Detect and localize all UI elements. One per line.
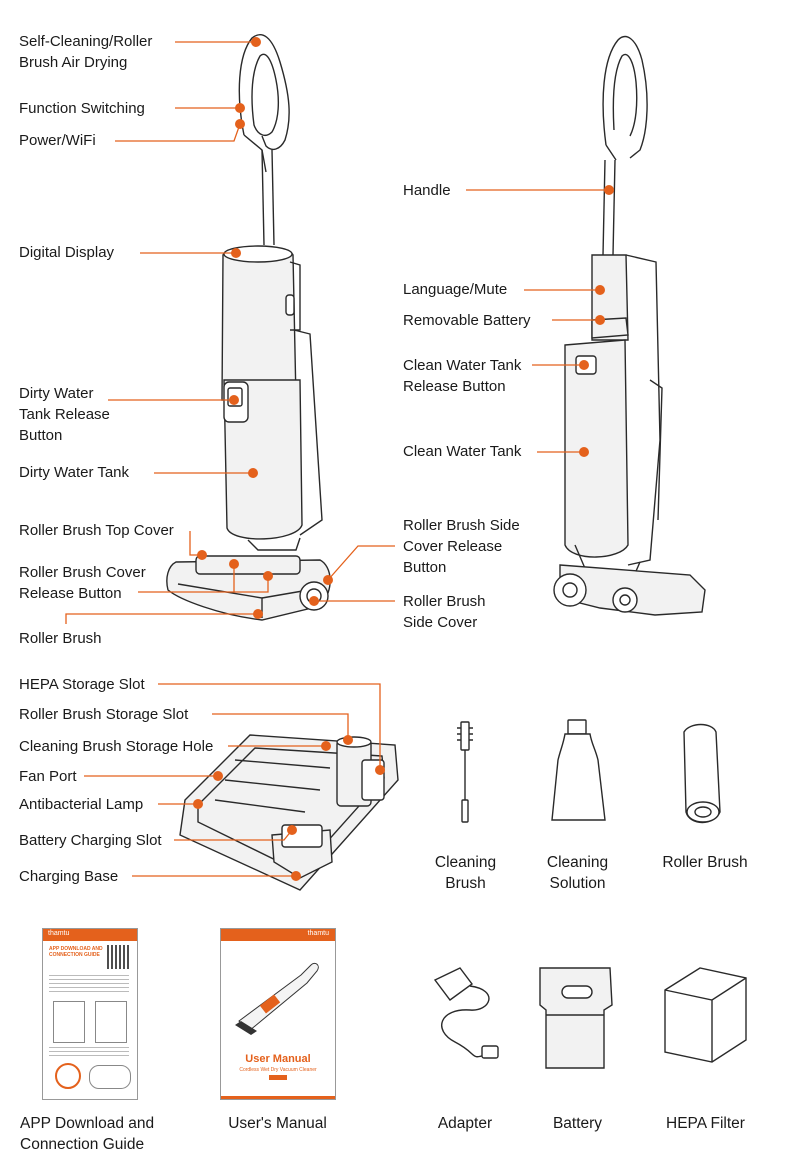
caption-roller-brush: Roller Brush [662,854,748,871]
caption-cleaning-solution: Cleaning Solution [546,854,609,892]
guide-step-circle [55,1063,81,1089]
label-roller-brush-side-cover-release-button: Roller Brush Side Cover Release Button [403,517,520,576]
label-roller-brush-cover-release-button: Roller Brush Cover Release Button [19,564,146,602]
back-vacuum-drawing [553,35,706,616]
label-roller-brush-top-cover: Roller Brush Top Cover [19,522,174,539]
label-language-mute: Language/Mute [403,281,508,298]
cleaning-brush-icon [457,721,473,823]
caption-battery: Battery [552,1115,603,1132]
guide-illustration-2 [95,1001,127,1043]
label-roller-brush-storage-slot: Roller Brush Storage Slot [19,706,189,723]
caption-app-guide: APP Download and Connection Guide [20,1115,155,1153]
label-handle: Handle [403,182,451,199]
label-charging-base: Charging Base [19,868,119,885]
user-manual-document-icon: thamtu User Manual Cordless Wet Dry Vacu… [220,928,336,1100]
adapter-icon [433,967,499,1059]
manual-brand: thamtu [307,930,329,937]
guide-illustration-1 [53,1001,85,1043]
cleaning-solution-bottle-icon [551,719,606,821]
label-digital-display: Digital Display [19,244,115,261]
label-dirty-water-tank: Dirty Water Tank [19,464,130,481]
guide-title: APP DOWNLOAD AND CONNECTION GUIDE [49,946,103,958]
label-function-switching: Function Switching [19,100,145,117]
hepa-filter-icon [664,967,747,1063]
charging-base-drawing [179,734,399,891]
guide-app-screen [89,1065,131,1089]
guide-header-bar: thamtu [43,929,137,941]
manual-header-bar: thamtu [221,929,335,941]
label-self-cleaning-air-drying: Self-Cleaning/Roller Brush Air Drying [19,33,153,71]
caption-users-manual: User's Manual [228,1115,327,1132]
manual-cover-vacuum [235,962,319,1035]
roller-brush-icon [683,723,721,824]
label-removable-battery: Removable Battery [403,312,531,329]
manual-title: User Manual [245,1053,311,1065]
manual-tag [269,1075,287,1080]
caption-cleaning-brush: Cleaning Brush [434,854,497,892]
label-dirty-water-tank-release-button: Dirty Water Tank Release Button [19,385,110,444]
label-antibacterial-lamp: Antibacterial Lamp [19,796,144,813]
callout-leaders [65,37,614,881]
guide-text-lines [49,975,129,993]
caption-adapter: Adapter [437,1115,493,1132]
label-power-wifi: Power/WiFi [19,132,96,149]
label-clean-water-tank-release-button: Clean Water Tank Release Button [403,357,522,395]
label-hepa-storage-slot: HEPA Storage Slot [19,676,145,693]
label-roller-brush: Roller Brush [19,630,102,647]
manual-footer-bar [221,1096,335,1099]
qr-code [107,945,131,969]
guide-text-lines-2 [49,1047,129,1057]
label-cleaning-brush-storage-hole: Cleaning Brush Storage Hole [19,738,214,755]
label-clean-water-tank: Clean Water Tank [403,443,522,460]
manual-subtitle: Cordless Wet Dry Vacuum Cleaner [239,1067,317,1073]
label-fan-port: Fan Port [19,768,77,785]
app-guide-document-icon: thamtu APP DOWNLOAD AND CONNECTION GUIDE [42,928,138,1100]
guide-brand: thamtu [48,930,70,937]
battery-icon [539,967,613,1069]
label-battery-charging-slot: Battery Charging Slot [19,832,162,849]
caption-hepa-filter: HEPA Filter [666,1115,745,1132]
label-roller-brush-side-cover: Roller Brush Side Cover [403,593,486,631]
front-vacuum-drawing [166,34,331,621]
